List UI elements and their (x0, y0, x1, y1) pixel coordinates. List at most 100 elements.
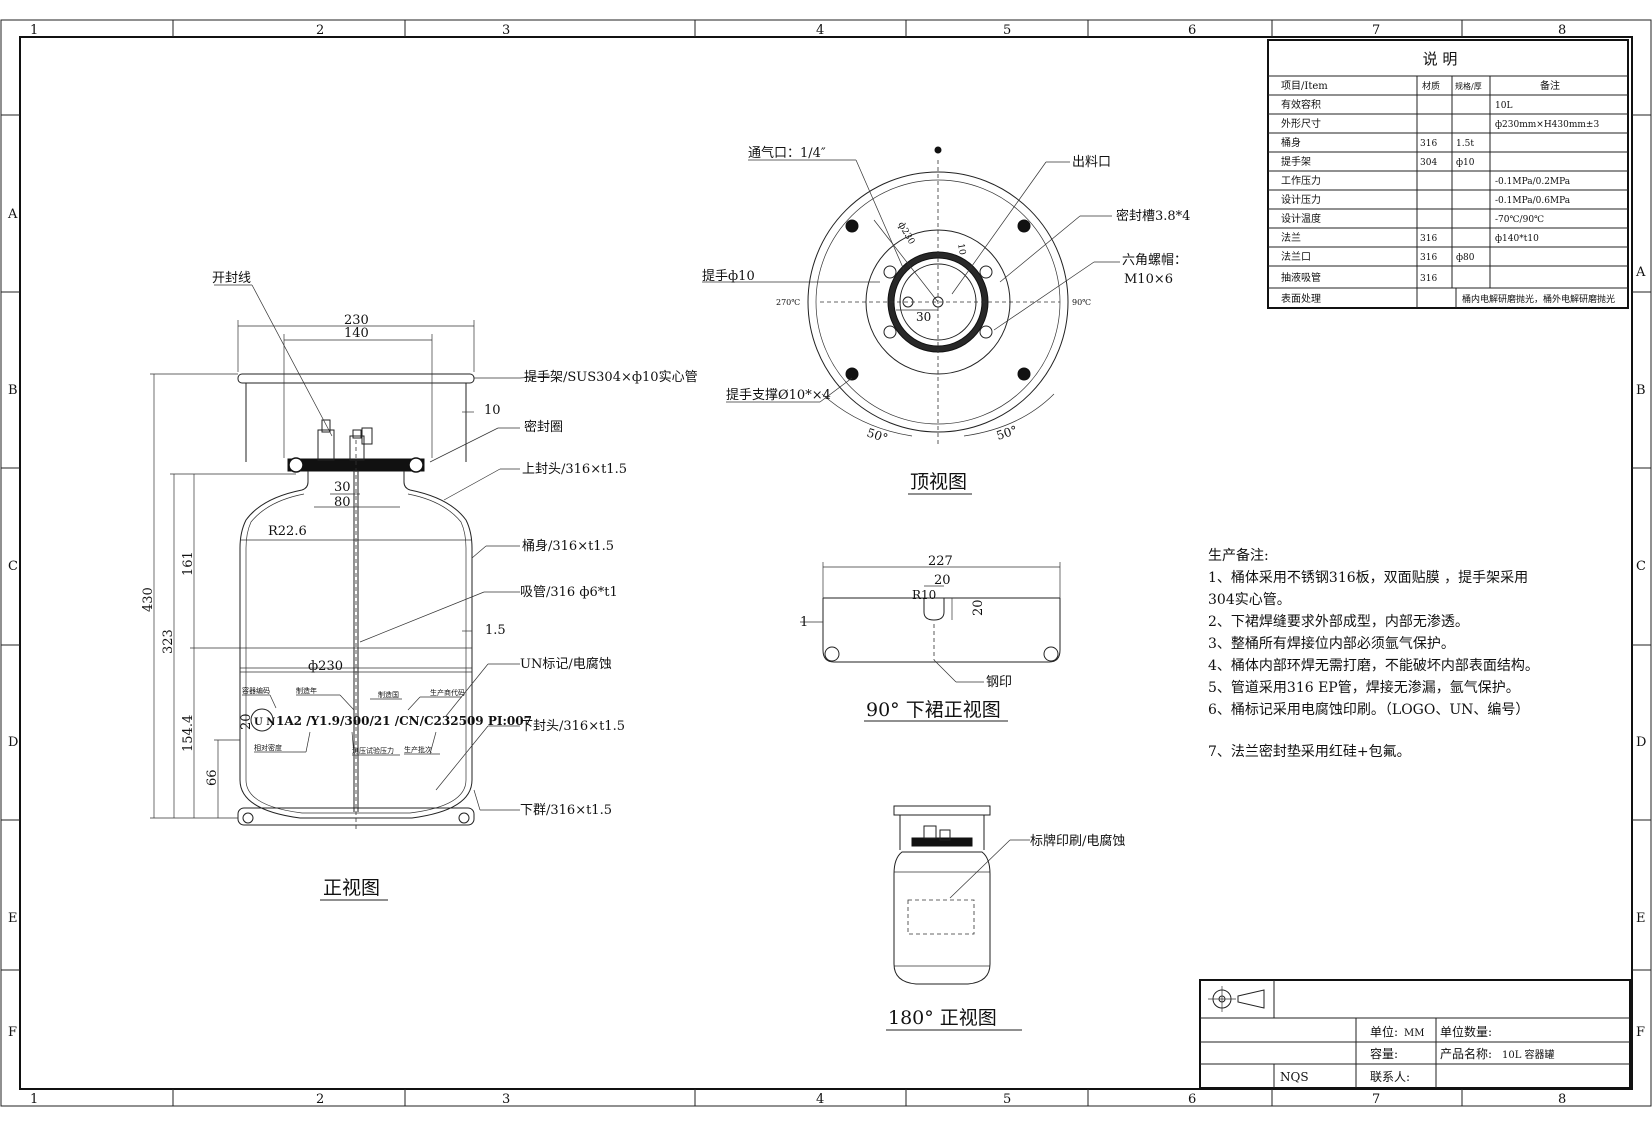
rear-view-title: 180° 正视图 (888, 1007, 997, 1029)
title-product-label: 产品名称: (1440, 1046, 1492, 1061)
spec-header: 备注 (1540, 79, 1560, 92)
zone-number: 4 (816, 23, 824, 38)
spec-cell-note: -0.1MPa/0.6MPa (1495, 196, 1571, 206)
label-vent: 通气口：1/4″ (748, 145, 826, 161)
nameplate-caption: 制造年 (296, 686, 317, 695)
note-line: 4、桶体内部环焊无需打磨，不能破坏内部表面结构。 (1208, 657, 1539, 674)
spec-cell-spec: ф10 (1456, 158, 1475, 168)
dim-label: 140 (344, 326, 369, 341)
spec-cell-material: 316 (1420, 253, 1437, 263)
zone-letter: B (1636, 383, 1646, 398)
label-handle: 提手ф10 (702, 268, 755, 284)
label-nameplate: 标牌印刷/电腐蚀 (1030, 833, 1125, 849)
spec-cell-item: 有效容积 (1281, 98, 1321, 111)
spec-cell-spec: 1.5t (1456, 139, 1474, 149)
skirt-view-title: 90° 下裙正视图 (866, 699, 1001, 721)
spec-cell-material: 316 (1420, 139, 1437, 149)
title-unit-value: MM (1404, 1028, 1424, 1039)
zone-letter: B (8, 383, 18, 398)
dim-label: 20 (239, 713, 254, 730)
spec-header: 规格/厚 (1455, 81, 1482, 91)
nameplate-caption: 测压试验压力 (352, 746, 394, 755)
zone-number: 5 (1003, 23, 1011, 38)
spec-cell-note: 10L (1495, 101, 1512, 111)
nameplate-code: 1A2 /Y1.9/300/21 /CN/C232509 PI:007 (276, 714, 532, 728)
nameplate-caption: 生产商代码 (430, 688, 465, 697)
dim-label: 30 (916, 310, 931, 324)
front-view-dimensions: 230 140 10 30 80 R22.6 1.5 ф230 (268, 313, 506, 674)
front-view-labels: 开封线 提手架/SUS304×ф10实心管 密封圈 上封头/316×t1.5 桶… (212, 271, 698, 818)
dim-label: 227 (928, 554, 953, 569)
zone-number: 6 (1188, 23, 1196, 38)
zone-letter: F (1636, 1025, 1645, 1040)
label-body: 桶身/316×t1.5 (522, 538, 614, 554)
spec-header: 材质 (1422, 80, 1440, 92)
dim-label: 90℃ (1072, 298, 1091, 307)
dim-label: 1 (800, 615, 808, 630)
zone-letter: E (1636, 911, 1646, 926)
zone-number: 2 (316, 23, 324, 38)
label-hex-cap: 六角螺帽： (1122, 252, 1187, 268)
note-line: 7、法兰密封垫采用红硅+包氟。 (1208, 743, 1411, 760)
spec-table-title: 说 明 (1423, 50, 1458, 68)
dim-label: 10 (955, 243, 967, 256)
zone-number: 7 (1372, 23, 1380, 38)
dim-label: ф230 (895, 221, 916, 247)
note-line: 3、整桶所有焊接位内部必须氩气保护。 (1208, 635, 1455, 652)
spec-cell-material: 304 (1420, 158, 1437, 168)
spec-cell-item: 抽液吸管 (1281, 271, 1321, 284)
label-hex-size: M10×6 (1124, 272, 1173, 287)
top-view-labels: 通气口：1/4″ 出料口 密封槽3.8*4 六角螺帽： M10×6 提手ф10 … (702, 145, 1190, 403)
label-seal-ring: 密封圈 (524, 419, 563, 435)
projection-symbol-icon (1208, 986, 1265, 1012)
dim-label: R22.6 (268, 524, 307, 539)
zone-number: 3 (502, 23, 510, 38)
spec-cell-note: -0.1MPa/0.2MPa (1495, 177, 1571, 187)
note-line: 304实心管。 (1208, 592, 1291, 608)
nameplate-caption: 制造国 (378, 690, 399, 699)
dim-label: 80 (334, 495, 351, 510)
nameplate-caption: 容器编码 (242, 686, 270, 695)
zone-letter: F (8, 1025, 17, 1040)
spec-cell-item: 设计压力 (1281, 193, 1321, 206)
label-seal-groove: 密封槽3.8*4 (1116, 208, 1190, 224)
nameplate-marking: U N 1A2 /Y1.9/300/21 /CN/C232509 PI:007 … (242, 686, 532, 756)
spec-cell-material: 316 (1420, 234, 1437, 244)
zone-letter: E (8, 911, 18, 926)
zone-number: 8 (1558, 1092, 1566, 1107)
zone-letter: C (1636, 559, 1646, 574)
dim-label: 50° (865, 426, 890, 446)
spec-rows: 有效容积 10L 外形尺寸 ф230mm×H430mm±3 桶身 316 1.5… (1281, 98, 1615, 305)
zone-letter: D (8, 735, 18, 750)
dim-label: 430 (141, 587, 156, 612)
front-view-title: 正视图 (323, 877, 380, 899)
title-product-value: 10L 容器罐 (1502, 1048, 1555, 1061)
title-unit-label: 单位: (1370, 1024, 1398, 1039)
label-bottom-head: 下封头/316×t1.5 (520, 719, 625, 734)
dim-label: R10 (912, 588, 936, 602)
zone-letter: C (8, 559, 18, 574)
spec-cell-item: 法兰口 (1281, 250, 1311, 263)
zone-number: 2 (316, 1092, 324, 1107)
label-skirt: 下群/316×t1.5 (520, 803, 612, 818)
spec-cell-item: 表面处理 (1281, 292, 1321, 305)
note-line: 6、桶标记采用电腐蚀印刷。（LOGO、UN、编号） (1208, 701, 1529, 718)
nameplate-caption: 相对密度 (254, 743, 282, 752)
zone-number: 4 (816, 1092, 824, 1107)
zone-letter: A (7, 207, 18, 222)
dim-label: 66 (205, 769, 220, 786)
dim-label: ф230 (308, 659, 343, 674)
label-outlet: 出料口 (1072, 155, 1111, 170)
dim-label: 154.4 (181, 715, 196, 752)
title-qty-label: 单位数量: (1440, 1024, 1492, 1039)
spec-cell-item: 工作压力 (1281, 174, 1321, 187)
top-view-title: 顶视图 (910, 471, 967, 493)
label-un-mark: UN标记/电腐蚀 (520, 657, 612, 672)
dim-label: 20 (934, 573, 951, 588)
dim-label: 20 (971, 599, 986, 616)
spec-cell-item: 设计温度 (1281, 212, 1321, 225)
bottom-skirt (237, 807, 475, 826)
handle-bar (237, 373, 475, 384)
zone-number: 6 (1188, 1092, 1196, 1107)
